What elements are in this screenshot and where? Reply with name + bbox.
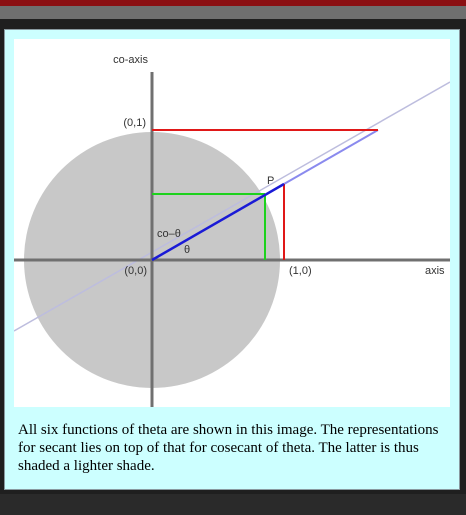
origin-label: (0,0) bbox=[124, 265, 147, 277]
unit-x-label: (1,0) bbox=[289, 265, 312, 277]
theta-label: θ bbox=[184, 244, 190, 256]
y-axis-label: co-axis bbox=[113, 54, 148, 66]
cosecant-line bbox=[14, 81, 450, 332]
figure-caption: All six functions of theta are shown in … bbox=[18, 422, 439, 474]
top-title-bar bbox=[0, 6, 466, 19]
content-panel: co-axis axis (0,1) (0,0) (1,0) P co–θ θ … bbox=[4, 29, 460, 490]
x-axis-label: axis bbox=[425, 265, 445, 277]
secant-line bbox=[283, 129, 379, 185]
unit-y-label: (0,1) bbox=[123, 117, 146, 129]
bottom-bar bbox=[0, 494, 466, 515]
point-p-label: P bbox=[267, 175, 274, 187]
unit-circle-figure: co-axis axis (0,1) (0,0) (1,0) P co–θ θ bbox=[14, 39, 450, 407]
radius-line bbox=[151, 182, 285, 262]
top-accent-bar bbox=[0, 0, 466, 6]
co-theta-label: co–θ bbox=[157, 228, 181, 240]
unit-circle-svg: co-axis axis (0,1) (0,0) (1,0) P co–θ θ bbox=[14, 54, 450, 407]
